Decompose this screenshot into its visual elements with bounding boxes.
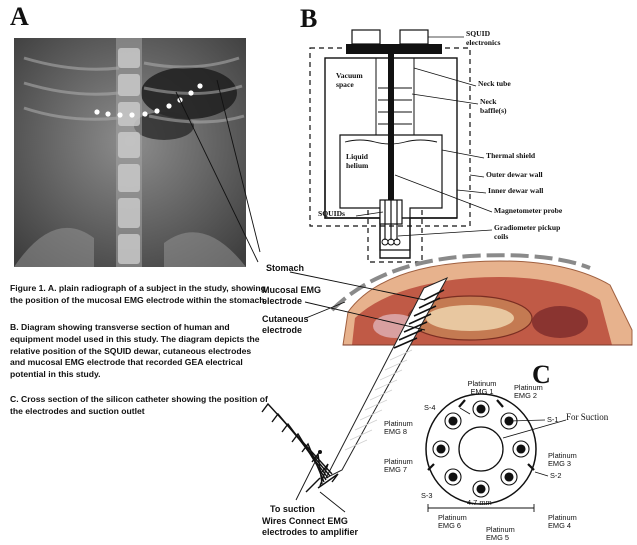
label-s3: S-3 — [421, 492, 433, 500]
label-emg3: Platinum EMG 3 — [548, 452, 582, 468]
label-stomach: Stomach — [266, 263, 304, 274]
label-emg8: Platinum EMG 8 — [384, 420, 418, 436]
label-mucosal-emg-electrode: Mucosal EMG electrode — [262, 285, 354, 307]
label-emg5: Platinum EMG 5 — [486, 526, 520, 542]
label-squid-electronics: SQUID electronics — [466, 30, 526, 47]
label-magnetometer-probe: Magnetometer probe — [494, 207, 568, 216]
label-emg1: Platinum EMG 1 — [466, 380, 498, 396]
label-emg6: Platinum EMG 6 — [438, 514, 472, 530]
squid-connector-left — [352, 30, 380, 44]
label-for-suction: For Suction — [566, 412, 608, 422]
abdomen-cross-section — [332, 255, 632, 345]
label-outer-dewar-wall: Outer dewar wall — [486, 171, 552, 180]
label-to-suction: To suction — [270, 504, 315, 515]
label-vacuum-space: Vacuum space — [336, 72, 376, 89]
label-neck-baffles: Neck baffle(s) — [480, 98, 520, 115]
suction-lumen — [459, 427, 503, 471]
label-emg2: Platinum EMG 2 — [514, 384, 546, 400]
label-emg4: Platinum EMG 4 — [548, 514, 582, 530]
label-neck-tube: Neck tube — [478, 80, 514, 89]
label-inner-dewar-wall: Inner dewar wall — [488, 187, 554, 196]
label-s2: S-2 — [550, 472, 562, 480]
dewar-top-plate — [346, 44, 442, 54]
label-squids: SQUIDs — [318, 210, 345, 219]
label-s4: S-4 — [424, 404, 436, 412]
squid-connector-right — [400, 30, 428, 44]
label-wires: Wires Connect EMG electrodes to amplifie… — [262, 516, 372, 538]
label-s1: S-1 — [547, 416, 559, 424]
label-diameter: 4.7 mm — [467, 499, 492, 507]
label-liquid-helium: Liquid helium — [346, 153, 386, 170]
label-thermal-shield: Thermal shield — [486, 152, 536, 161]
label-gradiometer-coils: Gradiometer pickup coils — [494, 224, 574, 241]
label-emg7: Platinum EMG 7 — [384, 458, 418, 474]
magnetometer-rod — [388, 54, 394, 214]
catheter-cross-section — [426, 394, 566, 512]
label-cutaneous-electrode: Cutaneous electrode — [262, 314, 320, 336]
